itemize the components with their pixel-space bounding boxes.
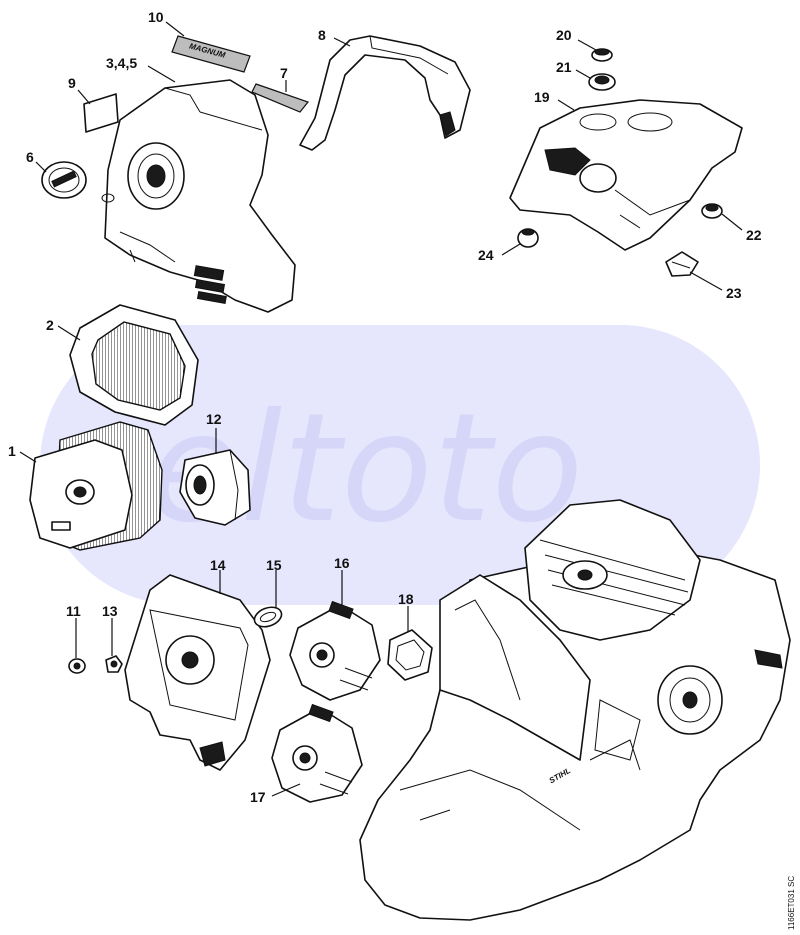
nut-13 xyxy=(105,655,123,673)
seal-strip-7 xyxy=(251,83,309,113)
label-14: 14 xyxy=(210,557,226,573)
twist-lock-6 xyxy=(41,161,87,199)
label-19: 19 xyxy=(534,89,550,105)
adapter-12 xyxy=(179,449,251,526)
gasket-18 xyxy=(387,629,433,681)
buffer-22 xyxy=(701,203,723,219)
callout-labels: 10 8 3,4,5 7 9 6 20 21 19 22 24 23 2 12 … xyxy=(8,9,762,805)
cap-20 xyxy=(591,48,613,62)
carburetor-16 xyxy=(289,600,381,701)
air-filter-1 xyxy=(29,421,163,551)
handle-frame-8 xyxy=(299,35,471,151)
grommet-21 xyxy=(588,73,616,91)
carburetor-17 xyxy=(271,703,363,803)
label-23: 23 xyxy=(726,285,742,301)
prefilter-2 xyxy=(69,304,199,426)
gasket-15 xyxy=(253,606,283,628)
label-22: 22 xyxy=(746,227,762,243)
label-12: 12 xyxy=(206,411,222,427)
washer-11 xyxy=(68,658,86,674)
label-8: 8 xyxy=(318,27,326,43)
label-10: 10 xyxy=(148,9,164,25)
drawing-code: 1166ET031 SC xyxy=(787,876,796,930)
magnum-decal: MAGNUM xyxy=(171,35,251,73)
label-1: 1 xyxy=(8,443,16,459)
label-20: 20 xyxy=(556,27,572,43)
engine-housing: STIHL xyxy=(359,499,791,921)
label-24: 24 xyxy=(478,247,494,263)
label-11: 11 xyxy=(66,603,81,619)
label-345: 3,4,5 xyxy=(106,55,137,71)
label-plate-9 xyxy=(83,93,119,133)
shroud-cover xyxy=(101,79,296,313)
label-13: 13 xyxy=(102,603,118,619)
label-15: 15 xyxy=(266,557,282,573)
buffer-24 xyxy=(517,228,539,248)
top-shroud-19 xyxy=(509,99,743,251)
clip-23 xyxy=(665,251,699,277)
label-21: 21 xyxy=(556,59,572,75)
label-7: 7 xyxy=(280,65,288,81)
label-16: 16 xyxy=(334,555,350,571)
leader-lines xyxy=(19,21,743,797)
label-18: 18 xyxy=(398,591,414,607)
label-2: 2 xyxy=(46,317,54,333)
label-6: 6 xyxy=(26,149,34,165)
label-9: 9 xyxy=(68,75,76,91)
filter-base-14 xyxy=(124,574,271,771)
label-17: 17 xyxy=(250,789,266,805)
